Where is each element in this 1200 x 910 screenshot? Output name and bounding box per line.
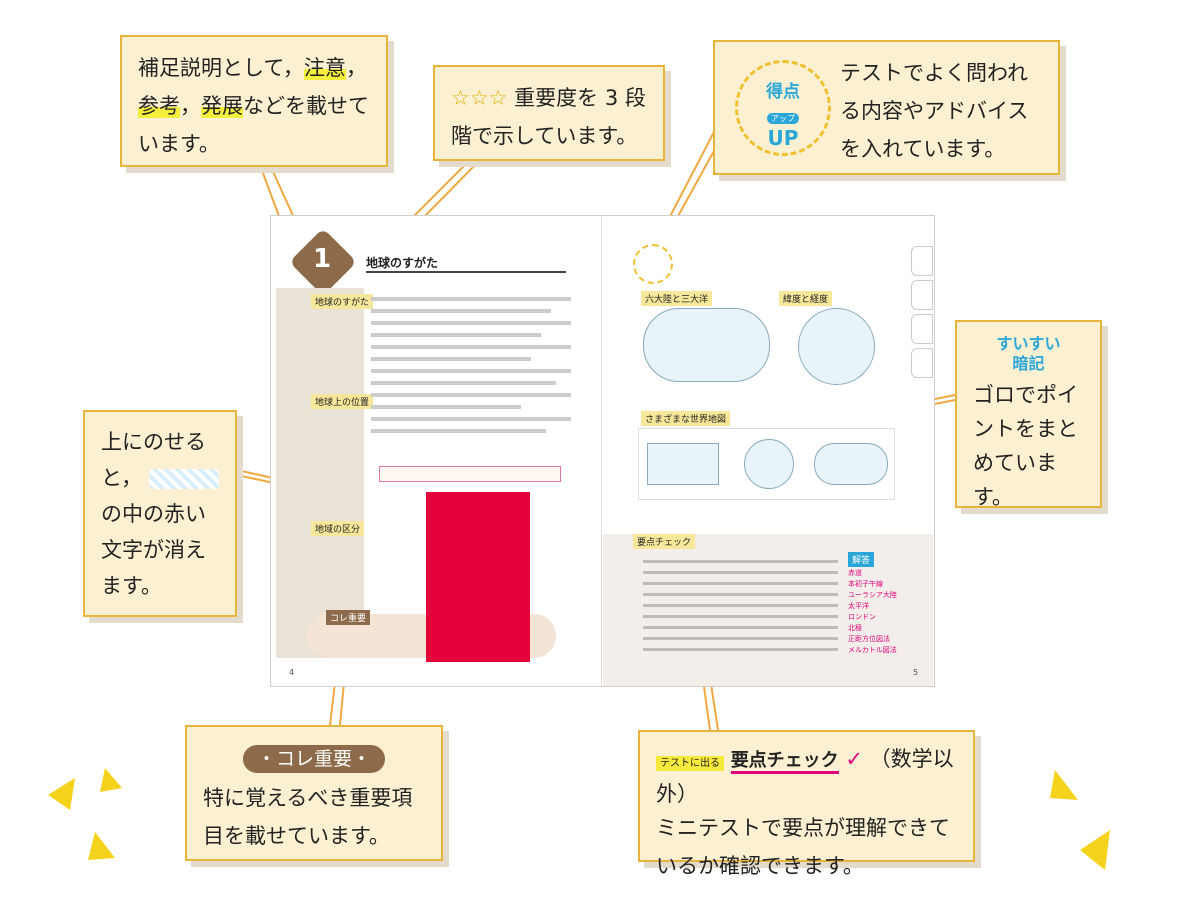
sanko-label: 参考 (138, 94, 180, 118)
check-area (603, 534, 933, 686)
comma-2: ， (180, 94, 201, 118)
chui-label: 注意 (303, 56, 346, 80)
check-text: ミニテストで要点が理解できているか確認できます。 (656, 816, 950, 878)
answer-4: 太平洋 (848, 602, 869, 610)
red-sheet (426, 492, 530, 662)
chapter-title: 地球のすがた (366, 254, 566, 273)
suisui-text: ゴロでポイントをまとめています。 (973, 383, 1078, 509)
page-number-right: 5 (913, 668, 919, 677)
kore-badge: ・コレ重要・ (242, 745, 385, 773)
globe-diagram (798, 308, 875, 385)
sheet-line-2-row: と， (101, 460, 219, 496)
stars-text: 重要度を 3 段階で示しています。 (451, 86, 646, 148)
suisui-badge-line2: 暗記 (1012, 354, 1045, 373)
kore-text: 特に覚えるべき重要項目を載せています。 (203, 786, 413, 848)
callout-tokuten: 得点 アップ UP テストでよく問われる内容やアドバイスを入れています。 (713, 40, 1060, 175)
checkmark-icon: ✓ (845, 747, 863, 771)
kore-box-label: コレ重要 (326, 610, 371, 625)
suisui-badge: すいすい 暗記 (973, 334, 1084, 374)
suisui-strip (379, 466, 561, 482)
chart-title-1: 六大陸と三大洋 (641, 291, 713, 306)
section-tag-1: 地球のすがた (311, 294, 374, 309)
answer-2: 本初子午線 (848, 580, 883, 588)
supplement-text-2: などを載せています。 (138, 94, 369, 156)
sheet-swatch-icon (148, 469, 219, 489)
left-body-lines (371, 291, 571, 441)
tokuten-mini-badge (633, 244, 673, 284)
left-sidebar (276, 288, 364, 658)
answer-6: 北極 (848, 624, 862, 632)
tokuten-text: テストでよく問われる内容やアドバイスを入れています。 (840, 61, 1029, 161)
callout-supplement: 補足説明として，注意， 参考，発展などを載せています。 (120, 35, 388, 167)
section-tag-2: 地球上の位置 (311, 394, 374, 409)
world-maps-row (638, 428, 895, 500)
check-note: （数学以外） (656, 747, 954, 806)
callout-suisui: すいすい 暗記 ゴロでポイントをまとめています。 (955, 320, 1102, 509)
check-title: 要点チェック (633, 534, 696, 549)
tokuten-badge-top: 得点 (766, 82, 800, 102)
tokuten-badge-mid: アップ (767, 113, 799, 124)
sheet-line-4: 文字が消え (101, 538, 206, 562)
chapter-number: 1 (313, 244, 332, 274)
stars-icon: ☆☆☆ (451, 86, 508, 110)
check-badge-small: テストに出る (656, 756, 724, 771)
section-tag-3: 地域の区分 (311, 521, 365, 536)
check-badge-main: 要点チェック (730, 750, 839, 774)
callout-kore: ・コレ重要・ 特に覚えるべき重要項目を載せています。 (185, 725, 443, 861)
supplement-text-1: 補足説明として， (138, 56, 304, 80)
sheet-line-3: の中の赤い (101, 502, 206, 526)
book-spread: 1 地球のすがた 地球のすがた 地球上の位置 地域の区分 コレ重要 4 六大陸 (270, 215, 935, 687)
sheet-line-1: 上にのせる (101, 430, 206, 454)
tokuten-badge-icon: 得点 アップ UP (735, 60, 831, 156)
comma-1: ， (345, 56, 367, 80)
hatten-label: 発展 (201, 94, 243, 118)
sheet-line-5: ます。 (101, 574, 162, 598)
answer-1: 赤道 (848, 569, 862, 577)
answer-5: ロンドン (848, 613, 876, 621)
callout-sheet: 上にのせる と， の中の赤い 文字が消え ます。 (83, 410, 237, 617)
check-badge-row: テストに出る 要点チェック ✓ （数学以外） (656, 744, 957, 809)
answer-8: メルカトル図法 (848, 646, 897, 654)
side-index-tabs (911, 246, 933, 406)
callout-check: テストに出る 要点チェック ✓ （数学以外） ミニテストで要点が理解できているか… (638, 730, 975, 878)
answer-7: 正距方位図法 (848, 635, 890, 643)
answer-label: 解答 (848, 552, 875, 567)
answer-3: ユーラシア大陸 (848, 591, 897, 599)
page-number-left: 4 (289, 668, 295, 677)
tokuten-badge-bottom: UP (767, 126, 799, 150)
sheet-line-2: と， (101, 466, 143, 490)
callout-stars: ☆☆☆ 重要度を 3 段階で示しています。 (433, 65, 665, 161)
chart-title-3: さまざまな世界地図 (641, 411, 731, 426)
right-page: 六大陸と三大洋 緯度と経度 さまざまな世界地図 要点チェック (603, 216, 933, 686)
world-map-1 (643, 308, 770, 382)
suisui-badge-line1: すいすい (996, 334, 1061, 353)
left-page: 1 地球のすがた 地球のすがた 地球上の位置 地域の区分 コレ重要 4 (271, 216, 602, 686)
check-lines (643, 554, 838, 659)
chart-title-2: 緯度と経度 (779, 291, 833, 306)
answers-list: 赤道 本初子午線 ユーラシア大陸 太平洋 ロンドン 北極 正距方位図法 メルカト… (848, 568, 897, 656)
